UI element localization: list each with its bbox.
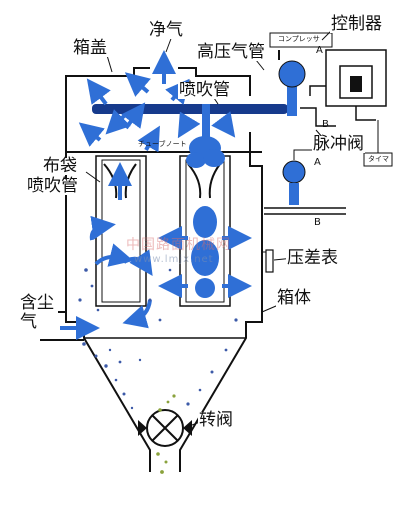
label-rotary-valve: 转阀 [198,410,234,430]
label-timer: タイマ [368,155,389,163]
valve-a-stem [287,86,297,116]
pulse-cloud [186,136,225,298]
blow-pipe-drop [202,104,210,144]
mark-a-bottom: A [314,157,321,168]
mark-b-bottom: B [314,217,321,228]
mark-a-top: A [316,45,323,56]
valve-b-pipe [264,207,346,215]
label-clean-gas: 净气 [148,20,184,40]
label-bag-blow-pipe: 喷吹管 [26,176,79,196]
watermark-cn: 中国路面机械网 [126,237,231,253]
compressor-box [269,32,333,48]
controller-out [355,106,376,121]
label-blow-pipe: 喷吹管 [178,80,231,100]
valve-b-stem [289,183,299,205]
label-box-body: 箱体 [276,288,312,308]
label-box-cover: 箱盖 [72,38,108,58]
blow-pipe [92,104,288,114]
label-tube: チューブノート [138,140,187,148]
mark-b-top: B [322,119,329,130]
label-pulse-valve: 脉冲阀 [312,134,365,154]
valve-a-body [278,60,306,88]
controller-knob [350,76,362,92]
controller-wire [309,85,326,96]
label-compressor: コンプレッサ [278,35,320,43]
valve-a-fitting [300,107,336,127]
dust-particles [78,268,238,410]
label-dusty-gas: 含尘气 [20,294,58,332]
label-pressure-gauge: 压差表 [286,248,339,268]
valve-b-body [282,160,306,184]
dust-falling [156,394,176,474]
watermark-url: www.lmjx.net [134,254,214,265]
venturi-right [187,163,221,199]
label-hp-gas-pipe: 高压气管 [196,42,266,62]
label-bag: 布袋 [42,156,78,176]
label-controller: 控制器 [330,14,383,34]
pressure-gauge [265,249,274,273]
rotary-valve-blades [151,414,179,442]
